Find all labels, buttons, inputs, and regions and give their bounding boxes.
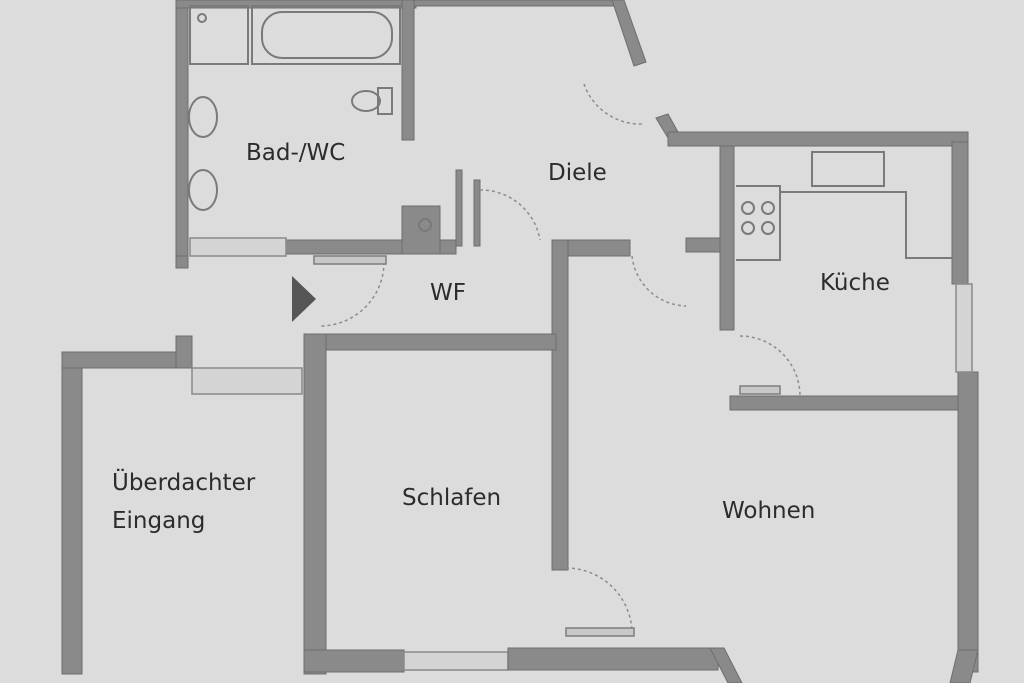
stove-icon bbox=[741, 201, 775, 235]
toilet-icon bbox=[351, 87, 393, 115]
room-label-entrance-line2: Eingang bbox=[112, 508, 205, 534]
room-label-bedroom: Schlafen bbox=[402, 485, 501, 511]
room-label-hall: Diele bbox=[548, 160, 607, 186]
washbasin-icon bbox=[188, 96, 218, 211]
room-label-living: Wohnen bbox=[722, 498, 815, 524]
shower-tray-icon bbox=[189, 5, 249, 65]
bathroom-walls bbox=[175, 0, 457, 269]
room-label-kitchen: Küche bbox=[820, 270, 890, 296]
bedroom-walls bbox=[303, 333, 979, 683]
hall-walls bbox=[413, 0, 969, 571]
corner-basin-icon bbox=[418, 218, 432, 232]
room-label-wardrobe: WF bbox=[430, 280, 466, 306]
room-label-entrance-line1: Überdachter bbox=[112, 468, 256, 496]
doors bbox=[189, 83, 973, 637]
entrance-arrow-icon bbox=[292, 276, 316, 322]
room-label-bath: Bad-/WC bbox=[246, 140, 345, 166]
bathtub-icon bbox=[251, 5, 401, 65]
kitchen-counter bbox=[736, 185, 952, 261]
sink-icon bbox=[811, 151, 885, 187]
entrance-walls bbox=[61, 335, 303, 675]
